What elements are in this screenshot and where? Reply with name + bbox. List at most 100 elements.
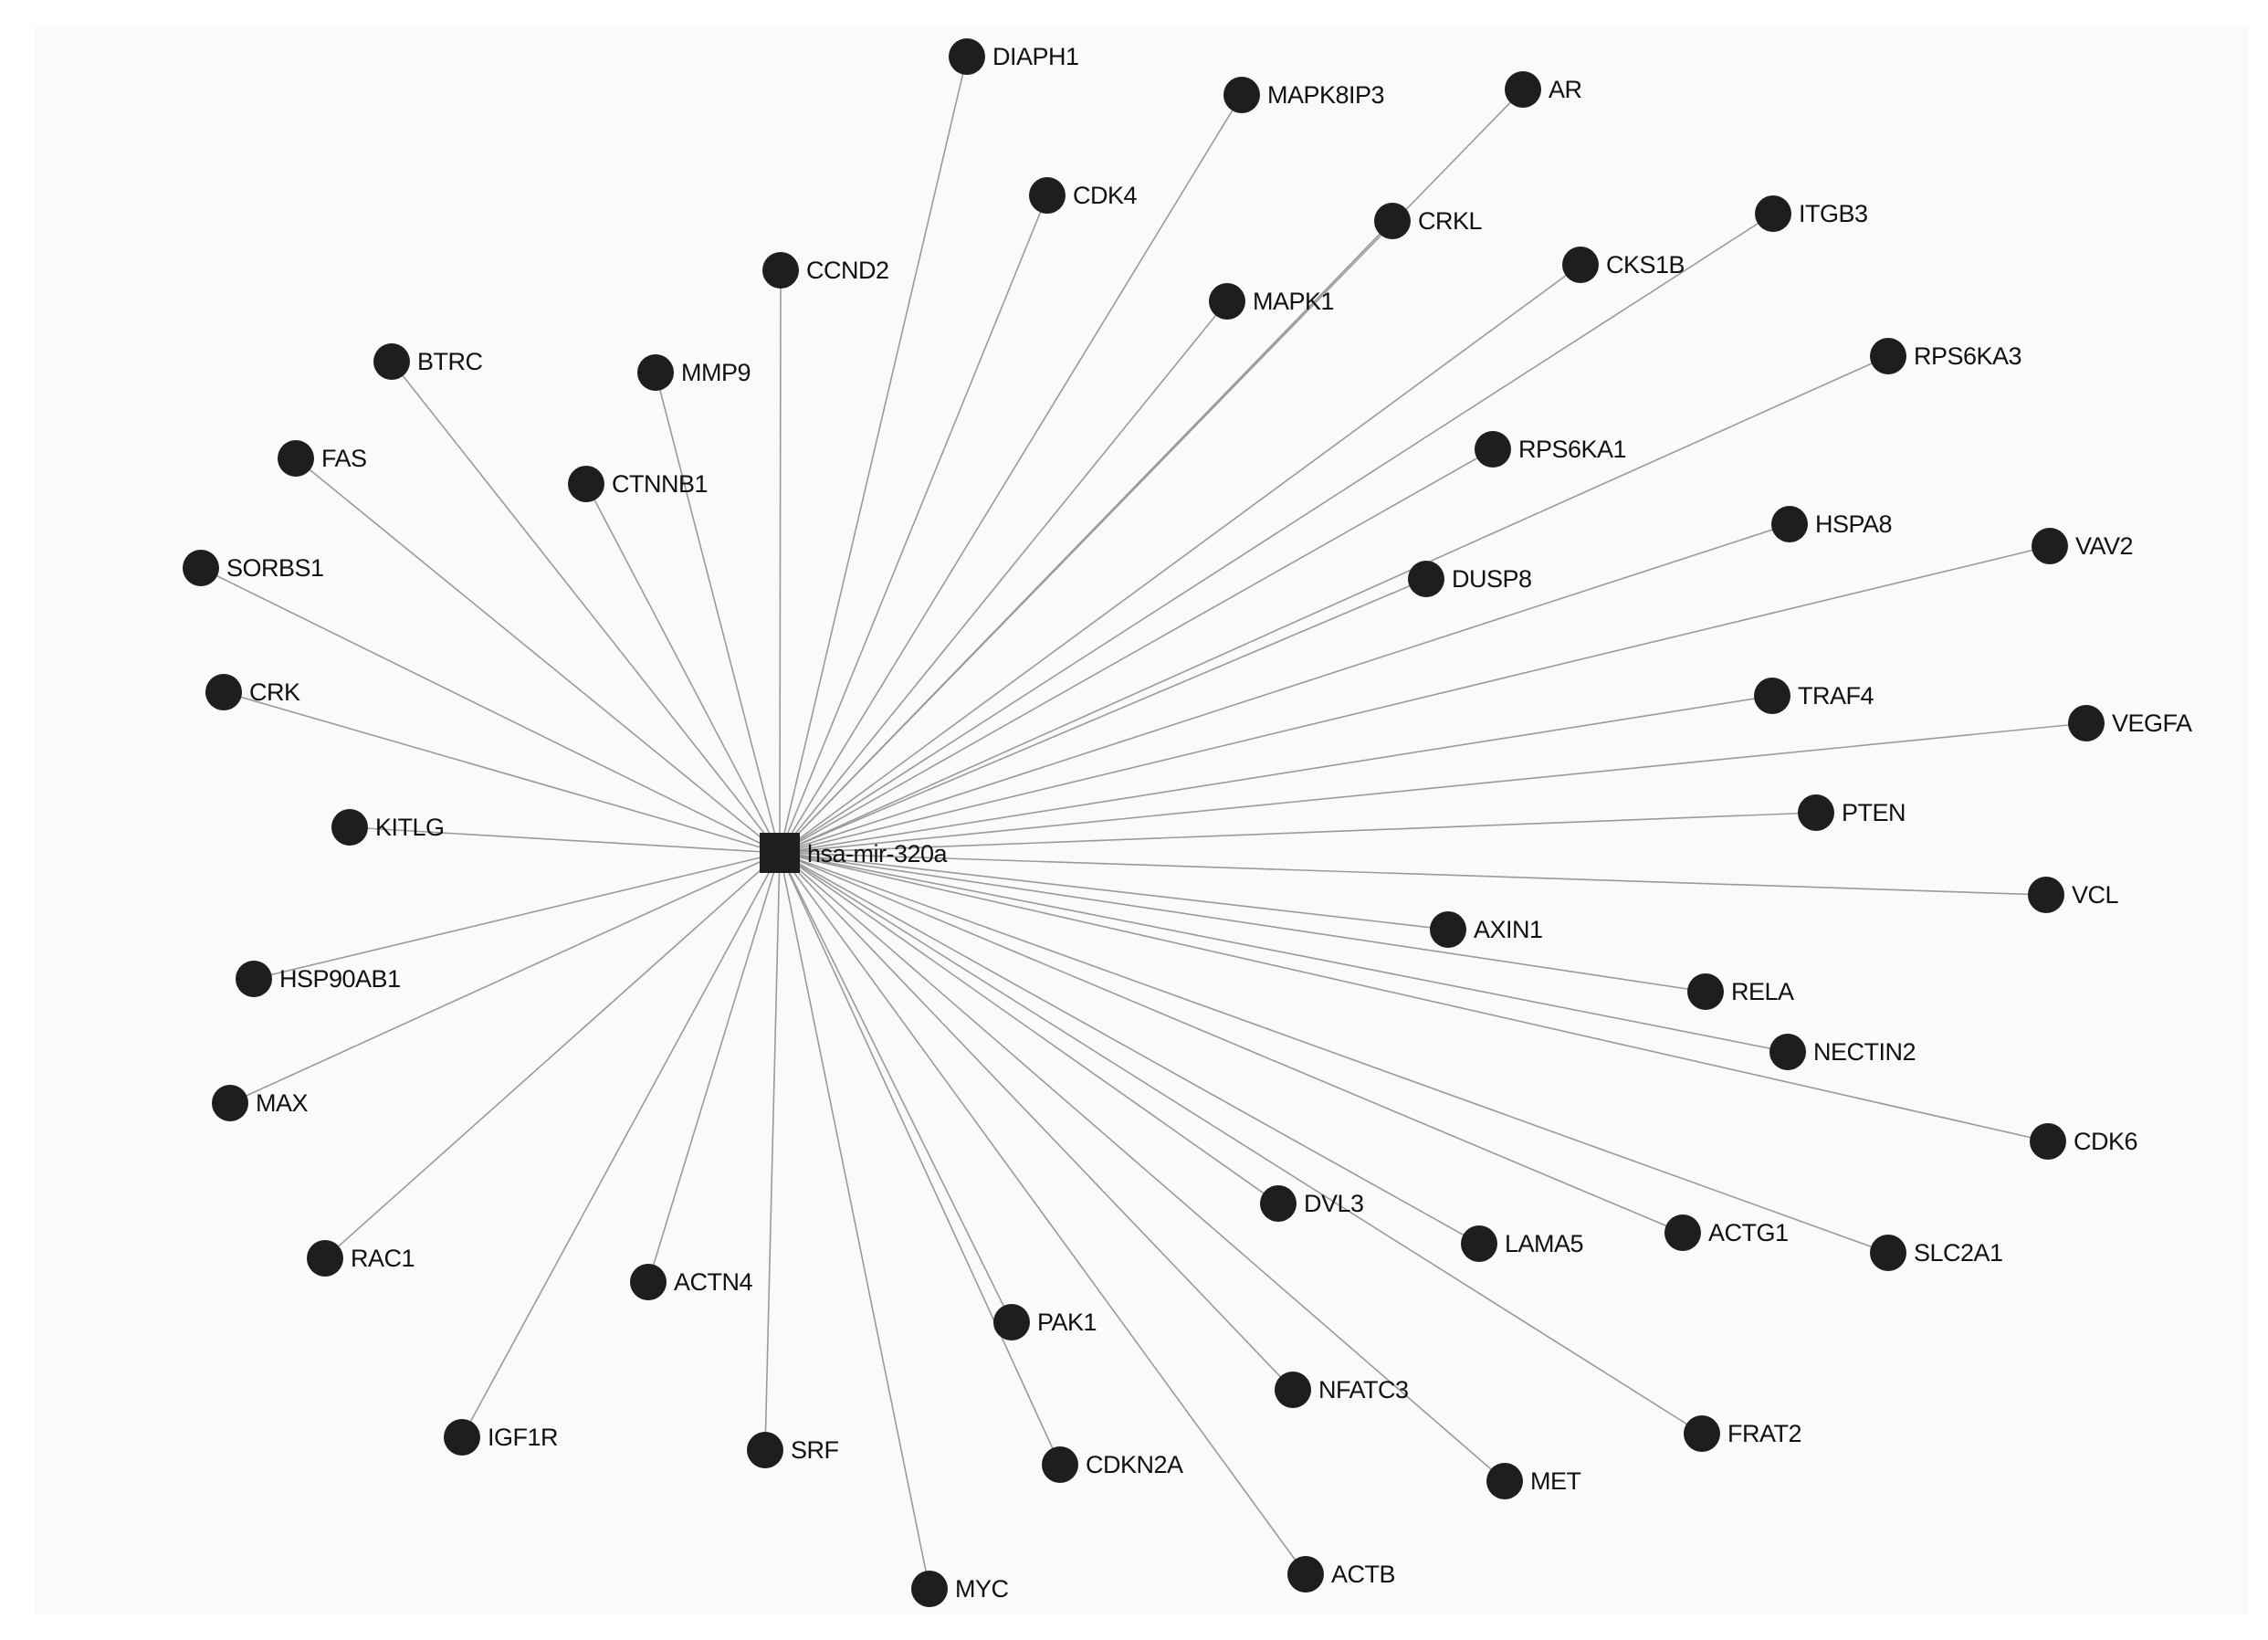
gene-node-vav2[interactable]: [2032, 528, 2068, 564]
gene-node-pten[interactable]: [1798, 794, 1834, 831]
gene-node-ccnd2[interactable]: [762, 252, 799, 289]
gene-label-btrc: BTRC: [417, 348, 483, 375]
gene-label-igf1r: IGF1R: [488, 1424, 558, 1451]
gene-node-fas[interactable]: [278, 440, 314, 477]
gene-node-sorbs1[interactable]: [183, 550, 219, 586]
edge-hub-diaph1: [779, 56, 968, 854]
edge-hub-rps6ka1: [779, 448, 1494, 854]
gene-label-ccnd2: CCND2: [806, 257, 889, 284]
gene-node-igf1r[interactable]: [444, 1419, 480, 1456]
gene-label-slc2a1: SLC2A1: [1914, 1239, 2003, 1267]
gene-node-vegfa[interactable]: [2068, 705, 2105, 741]
gene-node-dvl3[interactable]: [1260, 1185, 1297, 1222]
gene-node-dusp8[interactable]: [1408, 561, 1444, 597]
gene-label-axin1: AXIN1: [1474, 916, 1543, 943]
gene-node-actg1[interactable]: [1664, 1214, 1701, 1251]
gene-node-max[interactable]: [212, 1085, 248, 1121]
gene-label-mapk1: MAPK1: [1253, 288, 1334, 315]
gene-node-slc2a1[interactable]: [1870, 1235, 1906, 1271]
gene-label-fas: FAS: [321, 445, 367, 472]
gene-label-crkl: CRKL: [1418, 207, 1483, 235]
gene-node-cdkn2a[interactable]: [1042, 1446, 1078, 1483]
gene-node-axin1[interactable]: [1430, 911, 1466, 948]
edge-hub-vegfa: [779, 722, 2087, 854]
gene-label-nfatc3: NFATC3: [1318, 1376, 1409, 1403]
gene-label-pak1: PAK1: [1037, 1309, 1097, 1336]
gene-node-mapk8ip3[interactable]: [1223, 77, 1260, 113]
edge-hub-igf1r: [461, 852, 781, 1438]
gene-node-actb[interactable]: [1287, 1556, 1324, 1593]
gene-node-pak1[interactable]: [993, 1304, 1030, 1340]
gene-node-hsp90ab1[interactable]: [236, 961, 272, 997]
gene-node-actn4[interactable]: [630, 1264, 667, 1300]
gene-node-myc[interactable]: [911, 1571, 948, 1607]
edge-hub-mapk1: [779, 300, 1228, 854]
gene-node-nectin2[interactable]: [1769, 1034, 1806, 1070]
gene-node-kitlg[interactable]: [331, 809, 368, 846]
gene-node-crk[interactable]: [205, 674, 242, 710]
edge-hub-frat2: [779, 852, 1703, 1435]
edge-hub-traf4: [779, 695, 1773, 854]
edge-hub-met: [779, 852, 1506, 1482]
gene-node-nfatc3[interactable]: [1275, 1372, 1311, 1408]
gene-node-diaph1[interactable]: [949, 38, 985, 75]
gene-label-ar: AR: [1549, 76, 1582, 103]
gene-node-vcl[interactable]: [2028, 877, 2064, 913]
edge-hub-kitlg: [349, 826, 781, 854]
edge-hub-cks1b: [779, 264, 1581, 854]
gene-node-srf[interactable]: [747, 1432, 783, 1468]
gene-node-ctnnb1[interactable]: [568, 466, 604, 502]
edge-hub-max: [229, 852, 781, 1104]
gene-node-traf4[interactable]: [1754, 678, 1790, 714]
edge-hub-crk: [223, 691, 781, 854]
gene-node-itgb3[interactable]: [1755, 195, 1791, 232]
gene-label-dvl3: DVL3: [1304, 1190, 1364, 1217]
gene-label-actn4: ACTN4: [674, 1268, 752, 1296]
edge-hub-crkl: [779, 220, 1393, 854]
edge-hub-pak1: [779, 852, 1013, 1323]
gene-label-actg1: ACTG1: [1708, 1219, 1789, 1246]
gene-node-lama5[interactable]: [1461, 1225, 1497, 1262]
gene-node-rps6ka1[interactable]: [1475, 431, 1511, 468]
edge-hub-actb: [779, 852, 1307, 1575]
gene-label-hsp90ab1: HSP90AB1: [279, 965, 401, 993]
gene-node-btrc[interactable]: [373, 343, 410, 380]
gene-node-met[interactable]: [1486, 1463, 1523, 1499]
gene-label-rela: RELA: [1731, 978, 1794, 1005]
gene-node-mmp9[interactable]: [637, 354, 674, 391]
gene-label-met: MET: [1530, 1467, 1581, 1495]
gene-node-crkl[interactable]: [1374, 203, 1411, 239]
gene-label-itgb3: ITGB3: [1799, 200, 1868, 227]
mirna-hub-node[interactable]: [760, 833, 800, 873]
gene-label-rps6ka3: RPS6KA3: [1914, 342, 2021, 370]
gene-node-rela[interactable]: [1687, 973, 1724, 1010]
gene-label-cdkn2a: CDKN2A: [1086, 1451, 1183, 1478]
edge-hub-vcl: [779, 852, 2047, 896]
gene-node-cdk4[interactable]: [1029, 177, 1066, 214]
gene-node-rps6ka3[interactable]: [1870, 338, 1906, 374]
gene-node-mapk1[interactable]: [1209, 283, 1245, 320]
edge-hub-ctnnb1: [585, 483, 781, 854]
gene-node-cdk6[interactable]: [2030, 1123, 2066, 1160]
gene-node-ar[interactable]: [1505, 71, 1541, 108]
gene-node-frat2[interactable]: [1684, 1415, 1720, 1452]
gene-node-hspa8[interactable]: [1771, 506, 1808, 542]
gene-label-rac1: RAC1: [351, 1245, 415, 1272]
edge-hub-myc: [779, 852, 930, 1590]
gene-label-cks1b: CKS1B: [1606, 251, 1685, 279]
gene-label-kitlg: KITLG: [375, 814, 445, 841]
gene-label-nectin2: NECTIN2: [1813, 1038, 1916, 1066]
gene-node-rac1[interactable]: [307, 1240, 343, 1277]
gene-label-cdk4: CDK4: [1073, 182, 1138, 209]
edge-hub-rac1: [324, 852, 781, 1259]
edge-hub-fas: [295, 457, 781, 854]
edge-hub-vav2: [779, 545, 2051, 854]
gene-node-cks1b[interactable]: [1562, 247, 1599, 283]
gene-label-dusp8: DUSP8: [1452, 565, 1532, 593]
edge-hub-axin1: [779, 852, 1449, 930]
edge-hub-sorbs1: [200, 567, 781, 854]
edge-hub-cdkn2a: [779, 852, 1061, 1466]
gene-label-vcl: VCL: [2072, 881, 2119, 909]
